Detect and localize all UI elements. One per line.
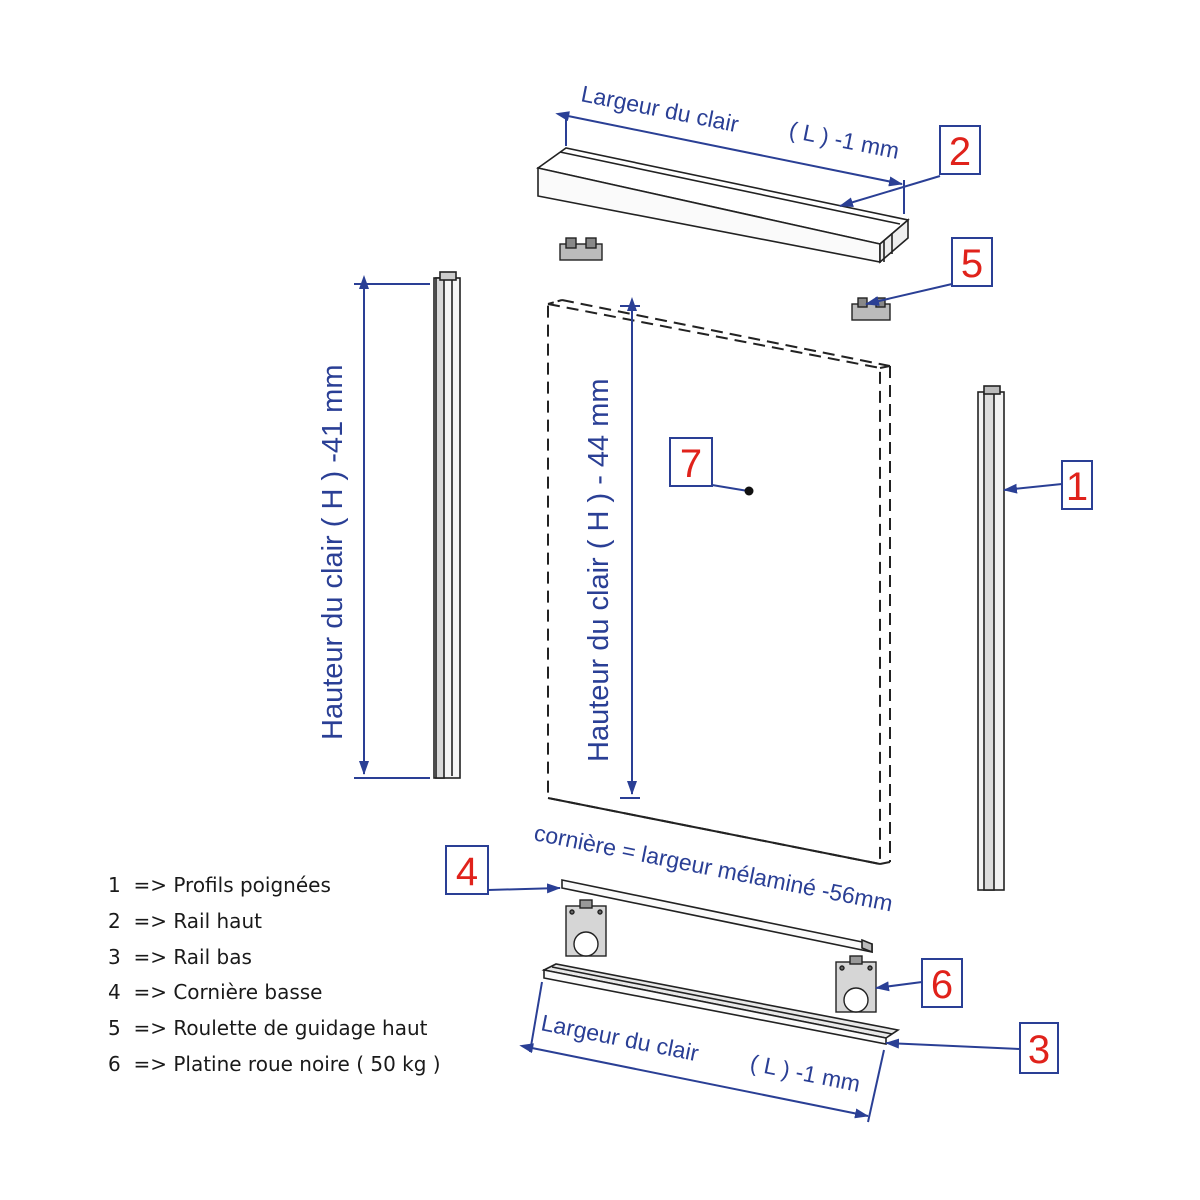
legend-item: 3 => Rail bas bbox=[108, 942, 441, 978]
callout-1: 1 bbox=[1061, 460, 1093, 510]
svg-text:3: 3 bbox=[1028, 1028, 1050, 1072]
dimension-lines bbox=[354, 111, 905, 1123]
callout-6: 6 bbox=[921, 958, 963, 1008]
svg-text:1: 1 bbox=[1066, 465, 1088, 509]
callout-5: 5 bbox=[951, 237, 993, 287]
left-profile-height-label: Hauteur du clair ( H ) -41 mm bbox=[317, 365, 349, 741]
top-rail-width-value: ( L ) -1 mm bbox=[787, 116, 902, 163]
legend-item: 5 => Roulette de guidage haut bbox=[108, 1013, 441, 1049]
legend-number: 6 bbox=[108, 1051, 121, 1076]
svg-text:2: 2 bbox=[949, 130, 971, 174]
legend-number: 2 bbox=[108, 908, 121, 933]
legend-number: 1 bbox=[108, 873, 121, 897]
legend-item: 4 => Cornière basse bbox=[108, 977, 441, 1013]
bottom-rail-width-label: Largeur du clair bbox=[539, 1009, 701, 1066]
callout-3: 3 bbox=[1019, 1022, 1059, 1074]
parts-legend: 1 => Profils poignées 2 => Rail haut 3 =… bbox=[108, 870, 441, 1085]
legend-text: => Rail haut bbox=[133, 908, 262, 933]
legend-number: 4 bbox=[108, 980, 121, 1005]
panel-center-dot bbox=[744, 486, 754, 496]
wheel-plate-left bbox=[565, 899, 607, 957]
legend-item: 6 => Platine roue noire ( 50 kg ) bbox=[108, 1049, 441, 1085]
panel-height-label: Hauteur du clair ( H ) - 44 mm bbox=[583, 378, 615, 762]
callout-7: 7 bbox=[669, 437, 713, 487]
legend-text: => Cornière basse bbox=[133, 980, 323, 1005]
svg-text:4: 4 bbox=[456, 850, 478, 894]
legend-number: 3 bbox=[108, 944, 121, 969]
callout-4: 4 bbox=[445, 845, 489, 895]
svg-text:7: 7 bbox=[680, 442, 702, 486]
svg-text:6: 6 bbox=[931, 963, 953, 1007]
legend-text: => Roulette de guidage haut bbox=[133, 1016, 428, 1041]
legend-text: => Rail bas bbox=[133, 944, 252, 969]
wheel-plate-right bbox=[835, 955, 877, 1013]
svg-text:5: 5 bbox=[961, 242, 983, 286]
guide-roller-right bbox=[851, 297, 891, 321]
guide-roller-left bbox=[559, 237, 603, 261]
right-handle-profile bbox=[977, 385, 1005, 891]
legend-text: => Platine roue noire ( 50 kg ) bbox=[133, 1051, 441, 1076]
callout-leaders bbox=[487, 175, 1063, 1050]
bottom-rail-width-value: ( L ) -1 mm bbox=[748, 1049, 863, 1096]
left-handle-profile bbox=[433, 271, 461, 779]
bottom-angle bbox=[561, 879, 873, 954]
top-rail-width-label: Largeur du clair bbox=[579, 80, 741, 137]
legend-text: => Profils poignées bbox=[133, 873, 331, 897]
legend-item: 2 => Rail haut bbox=[108, 906, 441, 942]
bottom-rail bbox=[541, 963, 901, 1045]
legend-number: 5 bbox=[108, 1016, 121, 1041]
legend-item: 1 => Profils poignées bbox=[108, 870, 441, 906]
callout-2: 2 bbox=[939, 125, 981, 175]
